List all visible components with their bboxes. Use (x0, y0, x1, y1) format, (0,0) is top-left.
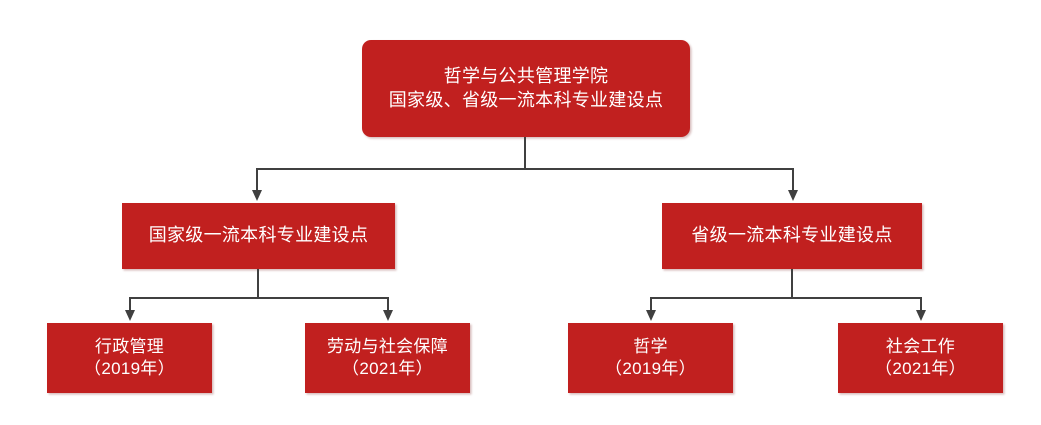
connector-national-drop-right (387, 297, 389, 312)
connector-national-drop-left (129, 297, 131, 312)
node-root-label: 哲学与公共管理学院 国家级、省级一流本科专业建设点 (388, 65, 664, 110)
connector-root-drop-right (792, 168, 794, 192)
node-root-college: 哲学与公共管理学院 国家级、省级一流本科专业建设点 (362, 40, 690, 137)
arrowhead-icon-national-left (125, 310, 135, 321)
connector-national-stem (257, 269, 259, 299)
node-branch-provincial-label: 省级一流本科专业建设点 (691, 225, 893, 246)
node-leaf-social-work-label: 社会工作 （2021年） (875, 336, 966, 378)
arrowhead-icon-national-right (383, 310, 393, 321)
connector-provincial-horizontal (650, 297, 921, 299)
connector-root-drop-left (256, 168, 258, 192)
node-leaf-social-work: 社会工作 （2021年） (838, 323, 1003, 393)
arrowhead-icon-root-right (788, 190, 798, 201)
connector-root-stem (524, 137, 526, 169)
arrowhead-icon-root-left (252, 190, 262, 201)
node-leaf-labor-social-security: 劳动与社会保障 （2021年） (305, 323, 470, 393)
node-leaf-philosophy: 哲学 （2019年） (568, 323, 733, 393)
connector-provincial-stem (791, 269, 793, 299)
arrowhead-icon-provincial-right (916, 310, 926, 321)
node-branch-provincial: 省级一流本科专业建设点 (662, 203, 922, 269)
node-leaf-public-administration: 行政管理 （2019年） (47, 323, 212, 393)
node-branch-national: 国家级一流本科专业建设点 (122, 203, 395, 269)
connector-provincial-drop-right (920, 297, 922, 312)
node-leaf-labor-social-security-label: 劳动与社会保障 （2021年） (326, 336, 449, 378)
connector-root-horizontal (256, 168, 794, 170)
arrowhead-icon-provincial-left (646, 310, 656, 321)
node-leaf-public-administration-label: 行政管理 （2019年） (84, 336, 175, 378)
node-leaf-philosophy-label: 哲学 （2019年） (605, 336, 696, 378)
node-branch-national-label: 国家级一流本科专业建设点 (148, 225, 369, 246)
connector-provincial-drop-left (650, 297, 652, 312)
connector-national-horizontal (129, 297, 388, 299)
